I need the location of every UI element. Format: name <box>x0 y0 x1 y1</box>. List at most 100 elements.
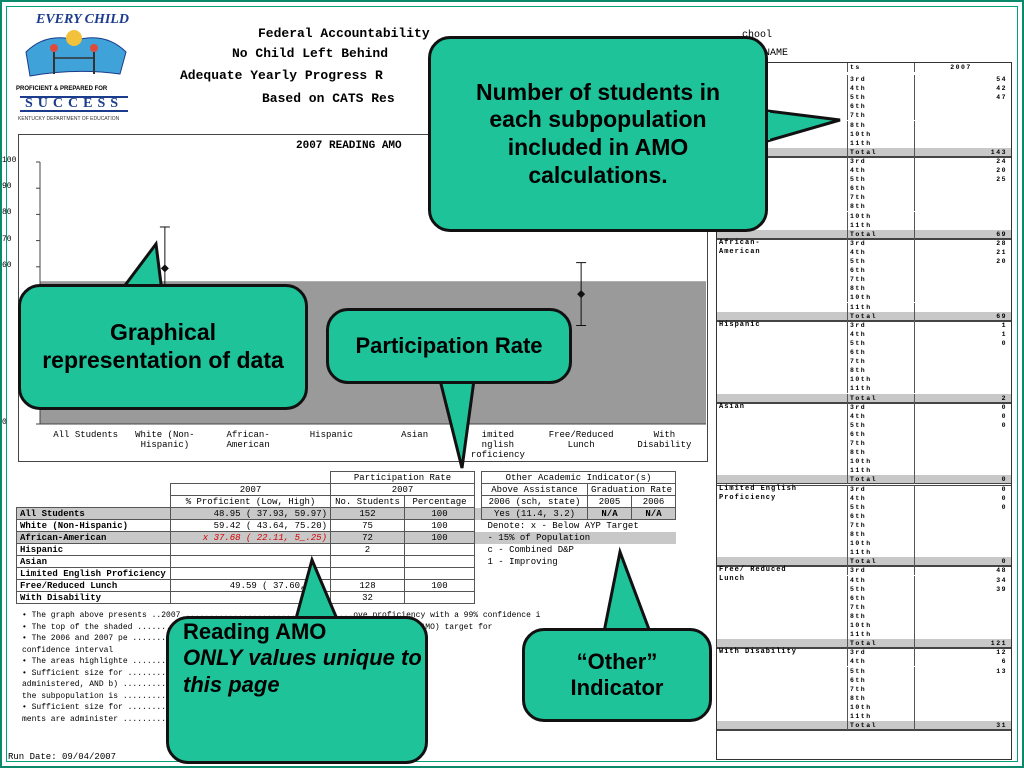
enrollment-grade-row: 8th <box>717 284 1011 294</box>
grade-count <box>915 375 1011 384</box>
row-students <box>330 567 405 580</box>
enrollment-grade-row: 10th <box>717 211 1011 221</box>
grade-count <box>915 594 1011 603</box>
grade-label: 5th <box>847 502 915 512</box>
denote-line <box>482 568 676 580</box>
grade-count <box>915 130 1011 139</box>
grade-count <box>915 202 1011 211</box>
grade-count <box>915 612 1011 621</box>
grade-label: 11th <box>847 548 915 558</box>
grade-label: 4th <box>847 84 915 94</box>
grade-count: 25 <box>996 176 1007 184</box>
grade-label: 10th <box>847 293 915 303</box>
grade-label: 5th <box>847 257 915 266</box>
grade-label: 3rd <box>847 484 915 494</box>
grade-count <box>915 448 1011 457</box>
other-indicator-header: Other Academic Indicator(s) <box>480 471 677 484</box>
grade-label: 3rd <box>847 75 915 84</box>
grade-count <box>915 630 1011 639</box>
enrollment-grade-row: 5th 0 <box>717 502 1011 512</box>
header-line-3: Adequate Yearly Progress R <box>180 68 383 83</box>
grade-label: 11th <box>847 138 915 148</box>
row-proficient: 49.59 ( 37.60, 61. <box>170 579 331 592</box>
grade-count: 0 <box>1001 558 1007 566</box>
grade-label: 3rd <box>847 648 915 658</box>
grade-count: 0 <box>1001 494 1007 502</box>
chart-title: 2007 READING AMO <box>296 140 402 152</box>
grad-2006: N/A <box>630 507 677 520</box>
enrollment-group-label: Hispanic <box>719 320 761 329</box>
grade-label: 11th <box>847 712 915 721</box>
header-school: chool <box>742 30 773 41</box>
grade-label: 7th <box>847 520 915 530</box>
grade-label: 3rd <box>847 402 915 412</box>
grade-count: 143 <box>990 148 1007 156</box>
grade-count: 0 <box>1001 503 1007 511</box>
grade-count <box>915 139 1011 148</box>
grade-count <box>915 521 1011 530</box>
grade-count <box>915 430 1011 439</box>
enrollment-grade-row: 8th <box>717 693 1011 703</box>
row-group: Hispanic <box>16 543 171 556</box>
grade-count: 0 <box>1001 403 1007 411</box>
callout-reading-amo-title: Reading AMO <box>183 619 327 644</box>
above-assistance-header: Above Assistance <box>481 483 588 496</box>
footnote-line: • The graph above presents ..2007 ......… <box>22 611 541 620</box>
grade-count: 1 <box>1001 321 1007 329</box>
grade-label: 11th <box>847 384 915 394</box>
x-category-label: All Students <box>53 430 119 440</box>
denote-line <box>482 580 676 592</box>
row-group: With Disability <box>16 591 171 604</box>
grade-count <box>915 366 1011 375</box>
grade-label: 6th <box>847 266 915 276</box>
grade-count: 12 <box>996 649 1007 657</box>
grade-label: 11th <box>847 220 915 230</box>
grade-count: 2 <box>1001 394 1007 402</box>
grade-label: 5th <box>847 93 915 103</box>
grade-label: 4th <box>847 329 915 339</box>
col-2006: 2006 <box>630 495 677 508</box>
grade-label: 6th <box>847 429 915 439</box>
grade-label: Total <box>847 229 915 239</box>
grade-label: 7th <box>847 193 915 203</box>
row-group: Free/Reduced Lunch <box>16 579 171 592</box>
grade-label: 5th <box>847 175 915 185</box>
header-line-2: No Child Left Behind <box>232 46 389 61</box>
row-students: 75 <box>330 519 405 532</box>
denote-line: 1 - Improving <box>487 556 558 567</box>
y-tick-label: 0 <box>2 418 7 427</box>
enrollment-grade-row: 8th <box>717 448 1011 458</box>
grade-label: 4th <box>847 493 915 503</box>
enrollment-group-label: With Disability <box>719 648 798 657</box>
grade-count <box>915 357 1011 366</box>
grade-label: 6th <box>847 102 915 112</box>
enrollment-grade-row: 6th <box>717 184 1011 194</box>
grade-count: 0 <box>1001 476 1007 484</box>
grade-count <box>915 121 1011 130</box>
row-students: 72 <box>330 531 405 544</box>
callout-participation: Participation Rate <box>326 308 572 384</box>
logo-success: SUCCESS <box>20 96 128 112</box>
grade-count: 20 <box>996 258 1007 265</box>
callout-reading-amo: Reading AMO ONLY values unique to this p… <box>166 616 428 764</box>
grade-count <box>915 212 1011 221</box>
col-proficient: % Proficient (Low, High) <box>170 495 331 508</box>
grade-label: 7th <box>847 439 915 448</box>
grade-count <box>915 348 1011 357</box>
enrollment-grade-row: 7th <box>717 193 1011 203</box>
year-2007-a: 2007 <box>170 483 331 496</box>
